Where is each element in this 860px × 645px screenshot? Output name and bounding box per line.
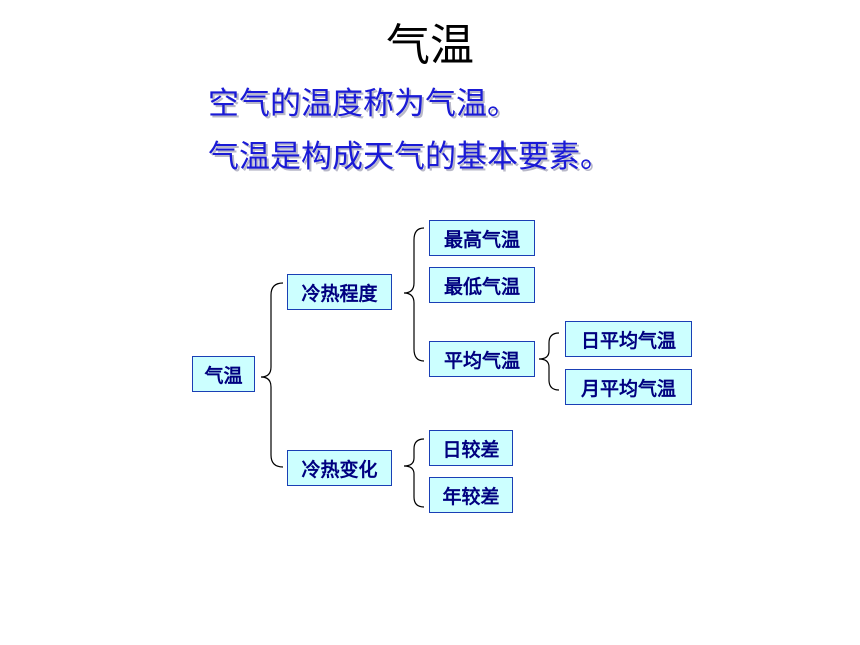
node-max-temp: 最高气温 bbox=[429, 220, 535, 256]
definition-line-2: 气温是构成天气的基本要素。 bbox=[208, 139, 611, 175]
slide-title: 气温 bbox=[386, 20, 474, 71]
node-annual-range: 年较差 bbox=[429, 477, 513, 513]
node-daily-range: 日较差 bbox=[429, 430, 513, 466]
node-degree: 冷热程度 bbox=[287, 274, 392, 310]
node-monthly-avg: 月平均气温 bbox=[565, 369, 692, 405]
node-daily-avg: 日平均气温 bbox=[565, 321, 692, 357]
node-root: 气温 bbox=[192, 356, 255, 392]
definition-line-1: 空气的温度称为气温。 bbox=[208, 86, 518, 122]
bracket-change bbox=[403, 438, 425, 508]
node-avg-temp: 平均气温 bbox=[429, 341, 535, 377]
bracket-root bbox=[260, 282, 284, 468]
bracket-average bbox=[538, 332, 560, 391]
node-change: 冷热变化 bbox=[287, 450, 392, 486]
node-min-temp: 最低气温 bbox=[429, 267, 535, 303]
bracket-degree bbox=[403, 227, 425, 362]
